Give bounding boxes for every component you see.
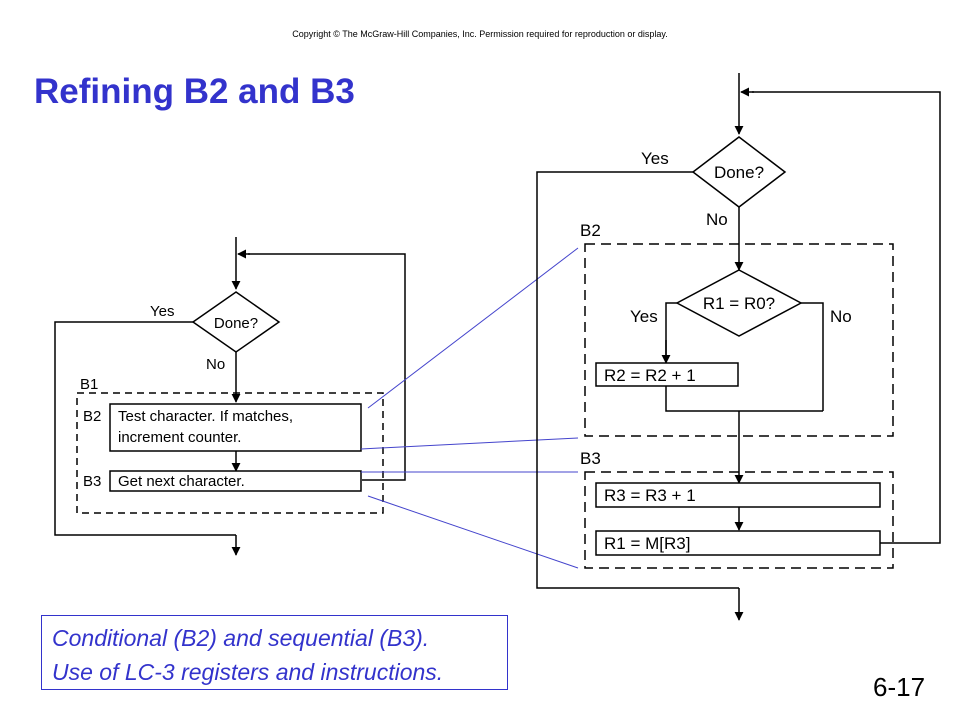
left-b3-box bbox=[109, 470, 362, 492]
right-increment-r2-text: R2 = R2 + 1 bbox=[604, 366, 696, 385]
right-compare-yes-label: Yes bbox=[630, 307, 658, 326]
left-b1-label: B1 bbox=[80, 376, 98, 393]
right-b3-container bbox=[584, 471, 894, 569]
right-flowchart bbox=[536, 73, 941, 621]
right-increment-r3-text: R3 = R3 + 1 bbox=[604, 486, 696, 505]
caption-line2: Use of LC-3 registers and instructions. bbox=[52, 659, 444, 685]
left-yes-line bbox=[54, 321, 236, 536]
caption-box: Conditional (B2) and sequential (B3). Us… bbox=[41, 615, 508, 690]
left-b2-text-line1: Test character. If matches, bbox=[118, 408, 293, 425]
right-compare-diamond bbox=[675, 269, 803, 337]
right-load-r1-box bbox=[595, 530, 881, 556]
right-b2-label: B2 bbox=[580, 221, 601, 240]
connector-b3-bottom bbox=[367, 495, 579, 569]
left-flowchart-text: Done? Yes No B1 B2 Test character. If ma… bbox=[80, 303, 293, 490]
connector-b2-bottom bbox=[360, 437, 579, 450]
left-flowchart bbox=[54, 237, 406, 556]
right-no-label: No bbox=[706, 210, 728, 229]
left-b2-box bbox=[109, 403, 362, 452]
copyright-notice: Copyright © The McGraw-Hill Companies, I… bbox=[292, 29, 668, 39]
left-b3-label: B3 bbox=[83, 473, 101, 490]
zoom-connectors bbox=[360, 247, 579, 569]
page-number: 6-17 bbox=[873, 672, 926, 702]
right-yes-label: Yes bbox=[641, 149, 669, 168]
connector-b2-top bbox=[367, 247, 579, 409]
right-compare-label: R1 = R0? bbox=[703, 294, 775, 313]
left-done-label: Done? bbox=[214, 315, 258, 332]
caption-line1: Conditional (B2) and sequential (B3). bbox=[52, 625, 430, 651]
slide-title: Refining B2 and B3 bbox=[34, 72, 355, 111]
left-b3-text: Get next character. bbox=[118, 473, 245, 490]
right-compare-yes-line bbox=[665, 302, 677, 361]
right-b2-container bbox=[584, 243, 894, 437]
left-b1-container bbox=[76, 392, 384, 514]
right-loop-line bbox=[752, 91, 941, 544]
left-b2-label: B2 bbox=[83, 408, 101, 425]
left-loop-line bbox=[248, 253, 406, 481]
right-done-label: Done? bbox=[714, 163, 764, 182]
right-compare-no-line bbox=[801, 302, 824, 411]
right-b3-label: B3 bbox=[580, 449, 601, 468]
right-yes-line bbox=[536, 171, 739, 589]
right-increment-r2-box bbox=[595, 362, 739, 387]
left-yes-label: Yes bbox=[150, 303, 174, 320]
right-increment-r3-box bbox=[595, 482, 881, 508]
left-b2-text-line2: increment counter. bbox=[118, 429, 241, 446]
right-load-r1-text: R1 = M[R3] bbox=[604, 534, 690, 553]
right-compare-no-label: No bbox=[830, 307, 852, 326]
right-flowchart-text: Done? Yes No B2 R1 = R0? Yes No R2 = R2 … bbox=[580, 149, 852, 553]
right-increment-r2-exit bbox=[665, 386, 823, 412]
left-no-label: No bbox=[206, 356, 225, 373]
